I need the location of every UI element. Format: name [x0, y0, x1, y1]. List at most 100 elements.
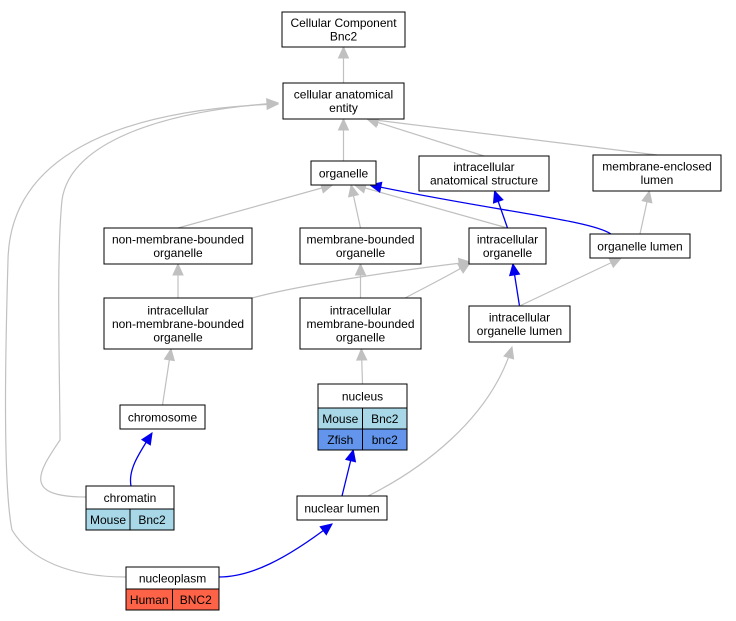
node-label: nucleoplasm	[139, 571, 206, 585]
node-label: organelle lumen	[597, 239, 682, 253]
node-label: chromosome	[128, 410, 198, 424]
node-label: entity	[329, 101, 358, 115]
node-inmbo[interactable]: intracellularnon-membrane-boundedorganel…	[103, 297, 253, 350]
edge-nucleoplasm-to-nlumen-arrowhead	[319, 523, 333, 536]
node-box	[299, 297, 422, 350]
node-box	[103, 227, 253, 265]
edge-nlumen-to-iol	[367, 346, 513, 497]
node-label: organelle	[153, 246, 203, 260]
edge-chromosome-to-inmbo-arrowhead	[163, 347, 176, 362]
edge-nlumen-to-nucleus-arrowhead	[344, 448, 357, 463]
species-label: Human	[130, 593, 169, 607]
edge-nmbo-to-organelle	[177, 184, 333, 229]
edge-nucleus-to-imbo-arrowhead	[355, 347, 368, 361]
edge-olumen-to-mel-arrowhead	[641, 189, 653, 204]
node-label: lumen	[641, 173, 674, 187]
node-box	[592, 154, 722, 192]
edge-organelle-to-cae-arrowhead	[337, 117, 350, 131]
node-label: membrane-bounded	[306, 233, 414, 247]
edge-ias-to-cae	[366, 118, 485, 157]
species-label: Zfish	[327, 433, 353, 447]
gene-label: Bnc2	[138, 513, 166, 527]
node-label: organelle	[153, 330, 203, 344]
node-label: anatomical structure	[430, 174, 538, 188]
node-label: organelle	[483, 246, 533, 260]
node-box	[299, 227, 422, 265]
node-label: membrane-enclosed	[602, 160, 711, 174]
edge-imbo-to-io-arrowhead	[457, 262, 472, 274]
node-organelle[interactable]: organelle	[310, 160, 377, 186]
edge-nucleoplasm-to-cae-arrowhead	[266, 98, 280, 111]
edge-layer	[4, 45, 658, 578]
node-box	[296, 495, 388, 521]
node-box	[281, 11, 406, 48]
edge-chromatin-to-chromosome-arrowhead	[140, 431, 153, 446]
gene-cell	[362, 428, 408, 451]
node-label: nucleus	[342, 389, 383, 403]
edge-nucleoplasm-to-cae	[4, 103, 279, 578]
node-label: intracellular	[477, 233, 538, 247]
edge-mel-to-cae	[367, 118, 658, 156]
node-label: organelle	[336, 246, 386, 260]
edge-io-to-ias-arrowhead	[492, 189, 504, 204]
node-label: Bnc2	[330, 30, 358, 44]
node-box	[119, 404, 206, 430]
node-label: Cellular Component	[290, 16, 397, 30]
node-nlumen[interactable]: nuclear lumen	[296, 495, 388, 521]
node-olumen[interactable]: organelle lumen	[589, 233, 691, 259]
node-box	[317, 383, 408, 409]
edge-nlumen-to-iol-arrowhead	[503, 345, 515, 360]
node-box	[418, 155, 550, 192]
node-label: organelle lumen	[477, 324, 562, 338]
node-chromosome[interactable]: chromosome	[119, 404, 206, 430]
node-box	[468, 305, 571, 343]
gene-label: BNC2	[180, 593, 212, 607]
edge-olumen-to-organelle	[369, 184, 612, 235]
edge-iol-to-olumen-arrowhead	[608, 257, 623, 269]
gene-label: Bnc2	[371, 412, 399, 426]
edge-iol-to-io-arrowhead	[508, 262, 521, 277]
edge-iol-to-olumen	[519, 257, 622, 307]
edge-imbo-to-mbo-arrowhead	[354, 262, 367, 276]
node-label: chromatin	[104, 491, 157, 505]
node-label: non-membrane-bounded	[112, 233, 244, 247]
node-label: intracellular	[330, 303, 391, 317]
node-label: cellular anatomical	[294, 88, 393, 102]
edge-mbo-to-organelle-arrowhead	[347, 183, 360, 198]
node-label: intracellular	[489, 311, 550, 325]
node-label: membrane-bounded	[306, 317, 414, 331]
node-label: organelle	[319, 166, 369, 180]
edge-inmbo-to-io	[251, 261, 471, 299]
node-label: intracellular	[147, 303, 208, 317]
species-label: Mouse	[90, 513, 126, 527]
node-box	[468, 227, 547, 265]
node-box	[589, 233, 691, 259]
node-box	[310, 160, 377, 186]
node-box	[103, 297, 253, 350]
node-label: intracellular	[453, 160, 514, 174]
node-label: organelle	[336, 330, 386, 344]
edge-chromatin-to-cae	[40, 102, 279, 498]
gene-label: bnc2	[372, 433, 398, 447]
gene-cell	[172, 588, 220, 611]
edge-nucleoplasm-to-nlumen	[218, 523, 333, 578]
edge-inmbo-to-nmbo-arrowhead	[172, 262, 184, 276]
node-box	[282, 82, 405, 120]
species-label: Mouse	[322, 412, 358, 426]
gene-cell	[129, 508, 175, 531]
node-label: nuclear lumen	[304, 501, 379, 515]
